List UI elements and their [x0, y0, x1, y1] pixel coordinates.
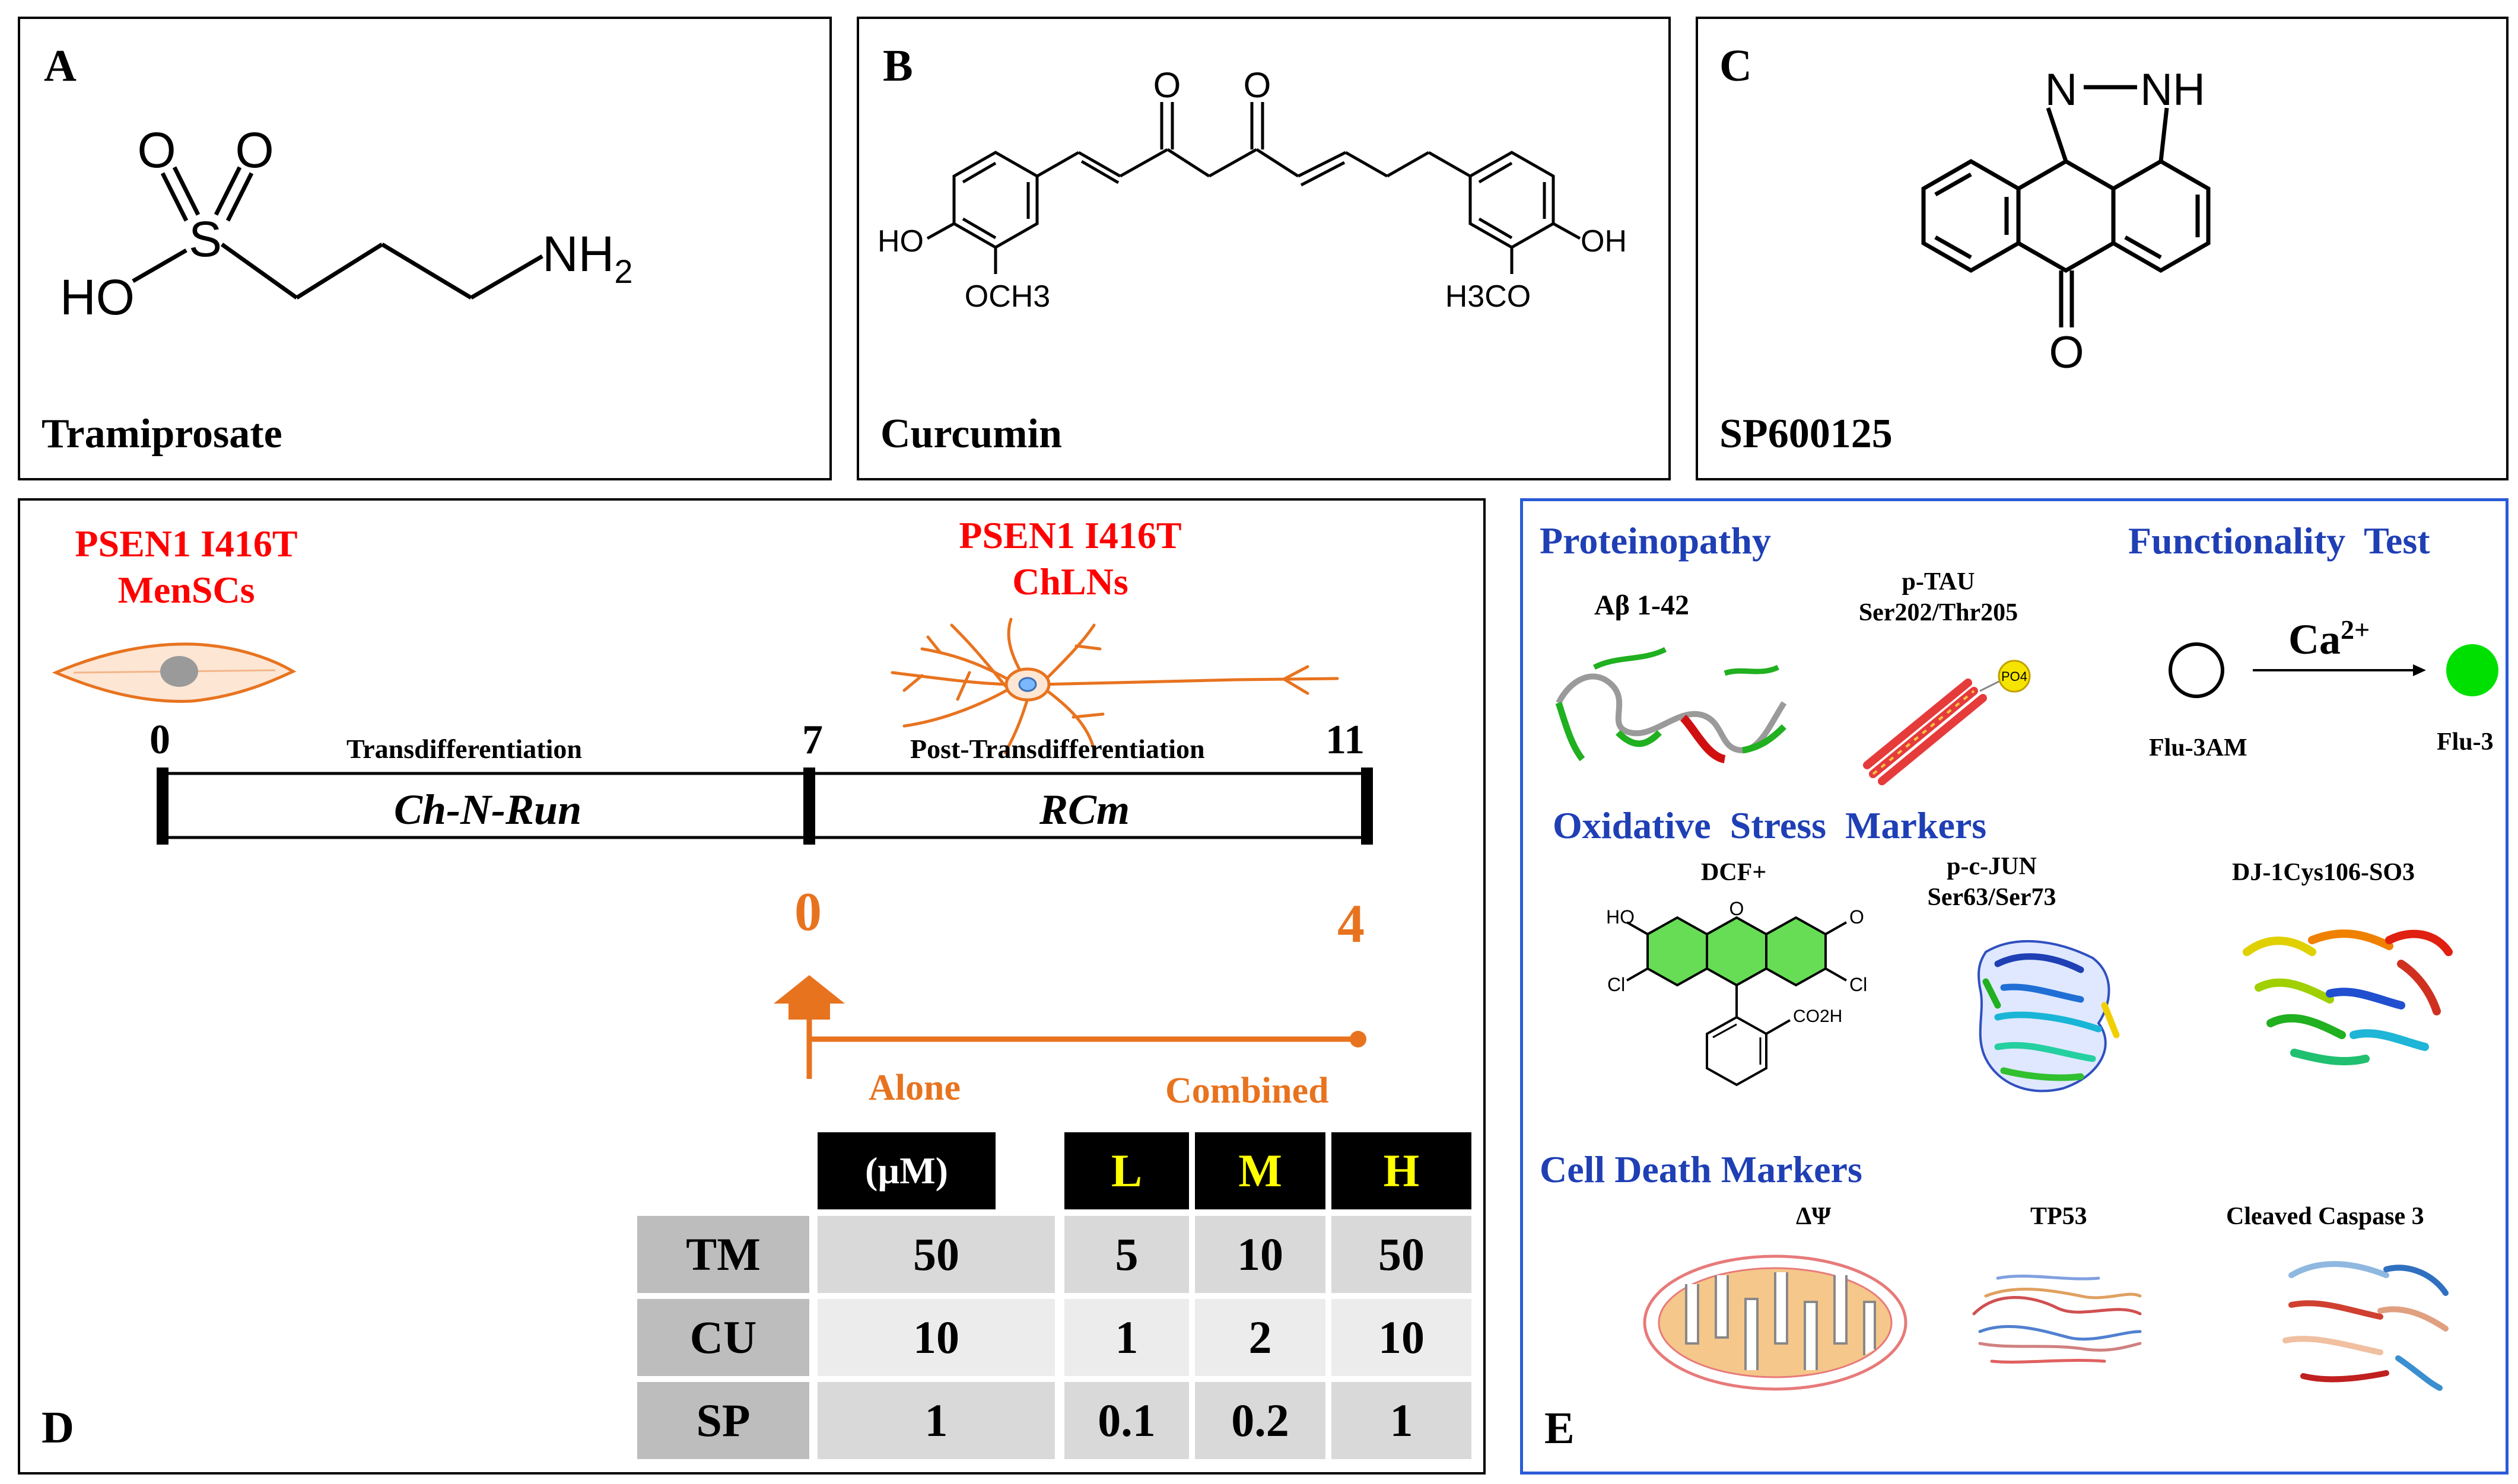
curcumin-ho-left: HO	[878, 224, 924, 259]
table-header-low: L	[1064, 1132, 1189, 1209]
table-row-cu-low: 1	[1064, 1299, 1189, 1376]
ptau-structure: PO4	[1863, 660, 2031, 785]
functionality-title: Functionality Test	[2128, 520, 2430, 562]
flu3am-label: Flu-3AM	[2149, 734, 2247, 762]
curcumin-structure: O O HO OCH3 OH H3CO	[878, 65, 1627, 314]
panel-e: Proteinopathy Functionality Test Aβ 1-42…	[1520, 498, 2509, 1475]
dcf-label: DCF+	[1701, 859, 1767, 886]
mensc-cell-icon	[52, 642, 297, 703]
phase2-medium: RCm	[1039, 786, 1130, 833]
flu3-label: Flu-3	[2437, 728, 2494, 756]
oxidative-title: Oxidative Stress Markers	[1553, 804, 1987, 846]
table-row-cu-medium: 2	[1195, 1299, 1325, 1376]
ptau-label: p-TAU Ser202/Thr205	[1858, 568, 2018, 626]
table-row-sp-medium: 0.2	[1195, 1382, 1325, 1459]
tramiprosate-o2: O	[235, 122, 274, 178]
calcium-label: Ca2+	[2288, 614, 2370, 663]
tramiprosate-s: S	[189, 211, 222, 267]
dcf-ho: HO	[1606, 906, 1635, 928]
alone-label: Alone	[869, 1068, 961, 1108]
sp600125-nh: NH	[2140, 65, 2205, 115]
table-row-tm-alone: 50	[818, 1216, 1055, 1293]
mitochondrion-icon	[1643, 1254, 1907, 1391]
table-row-cu-alone: 10	[818, 1299, 1055, 1376]
tramiprosate-nh2: NH2	[542, 226, 632, 290]
panel-letter-c: C	[1719, 41, 1752, 91]
table-row-tm-high: 50	[1331, 1216, 1471, 1293]
panel-letter-e: E	[1544, 1403, 1575, 1453]
phase2-label: Post-Transdifferentiation	[910, 734, 1205, 764]
dj1-protein	[2243, 929, 2453, 1066]
dcf-structure: HO O O Cl Cl CO2H	[1606, 899, 1867, 1087]
dcf-cl-left: Cl	[1607, 974, 1625, 995]
sp600125-o: O	[2049, 327, 2084, 378]
pcjun-protein	[1977, 940, 2120, 1093]
compound-name-curcumin: Curcumin	[880, 411, 1062, 457]
timeline-day-0: 0	[150, 717, 170, 763]
treatment-arrow	[774, 975, 1366, 1079]
treatment-day-4: 4	[1337, 893, 1365, 954]
curcumin-oh-right: OH	[1581, 224, 1627, 259]
panel-c: C N NH O SP60012	[1696, 17, 2509, 480]
pcjun-label: p-c-JUN Ser63/Ser73	[1927, 853, 2056, 911]
neuron-icon	[891, 617, 1339, 754]
tp53-label: TP53	[2030, 1203, 2087, 1230]
abeta-label: Aβ 1-42	[1594, 590, 1689, 621]
caspase-protein	[2282, 1261, 2449, 1391]
table-row-tm-low: 5	[1064, 1216, 1189, 1293]
dcf-co2h: CO2H	[1793, 1007, 1842, 1026]
panel-d: PSEN1 I416T MenSCs PSEN1 I416T ChLNs	[18, 498, 1486, 1475]
table-row-cu-high: 10	[1331, 1299, 1471, 1376]
table-header-unit: (µM)	[818, 1132, 996, 1209]
timeline-day-11: 11	[1325, 717, 1365, 763]
table-row-tm-name: TM	[637, 1216, 809, 1293]
table-header-medium: M	[1195, 1132, 1325, 1209]
dcf-cl-right: Cl	[1849, 974, 1867, 995]
curcumin-o1: O	[1153, 65, 1181, 105]
panel-b: B	[857, 17, 1671, 480]
sp600125-structure: N NH O	[1921, 65, 2211, 378]
dj1-label: DJ-1Cys106-SO3	[2232, 859, 2415, 886]
start-cells-label: PSEN1 I416T MenSCs	[75, 523, 298, 611]
sp600125-n: N	[2045, 65, 2078, 115]
treatment-day-0: 0	[794, 881, 822, 942]
panel-letter-b: B	[883, 41, 913, 91]
table-header-high: H	[1331, 1132, 1471, 1209]
proteinopathy-title: Proteinopathy	[1540, 520, 1771, 562]
dcf-keto-o: O	[1849, 906, 1864, 928]
timeline	[157, 768, 1373, 845]
curcumin-och3: OCH3	[965, 279, 1050, 314]
curcumin-o2: O	[1244, 65, 1271, 105]
table-row-sp-alone: 1	[818, 1382, 1055, 1459]
table-row-cu-name: CU	[637, 1299, 809, 1376]
po4-label: PO4	[2001, 669, 2027, 684]
dcf-ring-o: O	[1729, 899, 1744, 919]
dpsi-label: ΔΨ	[1796, 1203, 1832, 1230]
abeta-structure	[1555, 647, 1787, 763]
tramiprosate-structure: O O S HO NH2	[60, 122, 632, 325]
curcumin-h3co: H3CO	[1445, 279, 1531, 314]
calcium-reaction	[2169, 642, 2498, 698]
panel-letter-a: A	[44, 41, 77, 91]
table-row-sp-name: SP	[637, 1382, 809, 1459]
timeline-day-7: 7	[802, 717, 823, 763]
panel-a: A O O S HO NH2 Tramiprosate	[18, 17, 832, 480]
table-row-tm-medium: 10	[1195, 1216, 1325, 1293]
caspase-label: Cleaved Caspase 3	[2226, 1203, 2424, 1230]
end-cells-label: PSEN1 I416T ChLNs	[959, 514, 1182, 603]
compound-name-tramiprosate: Tramiprosate	[42, 411, 282, 457]
tramiprosate-ho: HO	[60, 269, 135, 325]
table-row-sp-low: 0.1	[1064, 1382, 1189, 1459]
panel-letter-d: D	[42, 1403, 74, 1453]
tramiprosate-o1: O	[137, 122, 176, 178]
phase1-label: Transdifferentiation	[346, 734, 582, 764]
phase1-medium: Ch-N-Run	[394, 786, 582, 833]
cell-death-title: Cell Death Markers	[1540, 1148, 1862, 1190]
table-row-sp-high: 1	[1331, 1382, 1471, 1459]
combined-label: Combined	[1165, 1071, 1329, 1111]
compound-name-sp600125: SP600125	[1719, 411, 1893, 457]
tp53-protein	[1972, 1275, 2142, 1364]
